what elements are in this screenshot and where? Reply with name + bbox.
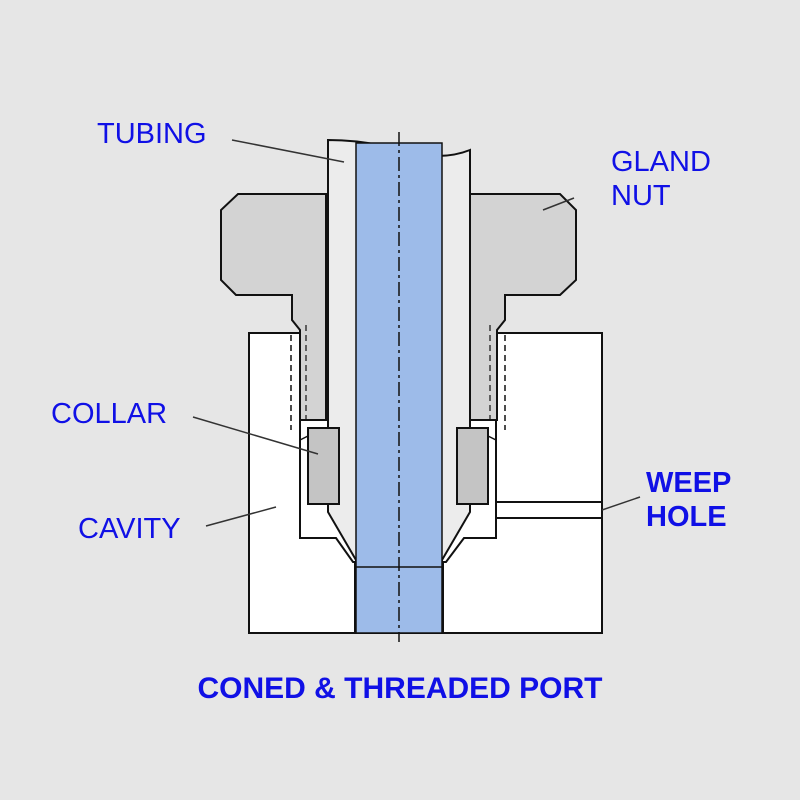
tubing (327, 132, 471, 642)
leader-lines (192, 139, 641, 527)
tubing-label: TUBING (97, 118, 207, 150)
diagram-title: CONED & THREADED PORT (197, 672, 603, 705)
gland-nut-label-line-1: GLAND (611, 146, 711, 178)
cavity-leader (205, 506, 277, 527)
weep-hole-label-line-1: WEEP (646, 467, 732, 499)
gland-nut-label: GLAND NUT (611, 145, 711, 213)
gland-nut (220, 193, 577, 421)
weep-hole-label: WEEP HOLE (646, 466, 731, 534)
weep-hole-channel (496, 501, 602, 519)
weep-hole-label-line-2: HOLE (646, 501, 727, 533)
weep-hole-leader (601, 496, 641, 511)
collar (299, 427, 497, 505)
collar-label: COLLAR (51, 398, 168, 430)
tubing-leader (231, 139, 345, 163)
gland-nut-label-line-2: NUT (611, 180, 671, 212)
gland-nut-leader (542, 197, 575, 211)
cavity-label: CAVITY (78, 513, 181, 545)
collar-leader (192, 416, 319, 455)
